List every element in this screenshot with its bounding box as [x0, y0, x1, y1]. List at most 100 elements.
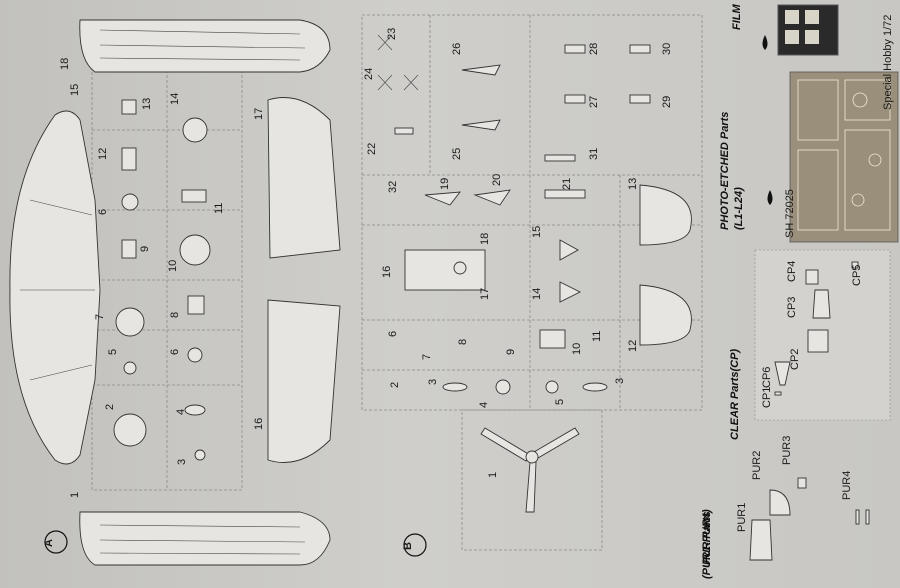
pur2-label: PUR2: [751, 451, 763, 480]
part-number: 14: [169, 93, 181, 105]
pe-fret-code: SH 72025: [784, 189, 796, 238]
cp6-part: [774, 391, 782, 396]
part-number: 27: [588, 96, 600, 108]
cowling-part: [179, 234, 211, 266]
part-number: 6: [169, 349, 181, 355]
film-title: FILM: [731, 4, 743, 30]
pe-drop-icon: [767, 190, 773, 205]
part-number: 22: [366, 143, 378, 155]
fuselage-half-top: [79, 19, 331, 73]
cockpit-part: [639, 184, 692, 246]
part-number: 12: [97, 148, 109, 160]
part-number: 14: [531, 288, 543, 300]
cp3-label: CP3: [786, 297, 798, 318]
upper-wing-left: [267, 97, 341, 259]
pur4-part: [855, 509, 860, 525]
pe-title: PHOTO-ETCHED Parts: [719, 112, 731, 230]
part-number: 17: [253, 108, 265, 120]
part-number: 5: [107, 349, 119, 355]
pe-subtitle: (L1-L24): [733, 187, 745, 230]
film-drop-icon: [762, 35, 768, 50]
part-number: 32: [387, 181, 399, 193]
part-number: 3: [176, 459, 188, 465]
part-number: 9: [505, 349, 517, 355]
part-number: 4: [175, 409, 187, 415]
engine-front-part: [182, 117, 208, 143]
pur-subtitle: (PUR1-PUR4): [701, 509, 713, 579]
part-number: 10: [167, 260, 179, 272]
sprue-b-labels: 1 2 3 4 5 3 6 7 8 9 10 11 12 13 14 15 16…: [363, 28, 673, 478]
part-number: 21: [561, 178, 573, 190]
cp4-label: CP4: [786, 261, 798, 282]
sprue-b-letter: B: [402, 542, 414, 550]
part-number: 23: [386, 28, 398, 40]
part-number: 4: [478, 402, 490, 408]
pur-parts-section: PUR1 PUR2 PUR3 PUR4 PUR Parts (PUR1-PUR4…: [701, 436, 870, 579]
sprue-a-letter: A: [43, 539, 55, 547]
part-number: 11: [213, 203, 225, 214]
part-number: 7: [94, 314, 106, 320]
part-number: 15: [531, 226, 543, 238]
part-number: 8: [457, 339, 469, 345]
part-number: 11: [591, 331, 603, 342]
part-number: 25: [451, 148, 463, 160]
cp1-label: CP1: [761, 387, 773, 408]
sprue-b-badge: [403, 533, 427, 557]
pur-title: PUR Parts: [701, 511, 713, 565]
propeller-area: [461, 409, 603, 551]
pur2-part: [769, 489, 791, 516]
part-number: 24: [363, 68, 375, 80]
part-number: 16: [381, 266, 393, 278]
part-number: 31: [588, 148, 600, 160]
part-number: 12: [627, 340, 639, 352]
pur4-label: PUR4: [841, 471, 853, 500]
cp1-part: [774, 361, 791, 386]
part-number: 6: [387, 331, 399, 337]
film-section: FILM: [731, 4, 839, 56]
cp5-label: CP5: [851, 265, 863, 286]
part-number: 29: [661, 96, 673, 108]
part-number: 1: [69, 492, 81, 498]
part-number: 13: [141, 98, 153, 110]
sprue-a-badge: [44, 530, 68, 554]
cp3-part: [812, 289, 831, 319]
part-number: 20: [491, 174, 503, 186]
part-number: 6: [97, 209, 109, 215]
upper-wing-right: [267, 299, 341, 463]
cp5-part: [851, 261, 859, 269]
sprue-a: A 1 2 3 4 5 6 7 8 9 10 11 12 13 14 15 16…: [9, 19, 341, 566]
part-number: 2: [389, 382, 401, 388]
part-number: 16: [253, 418, 265, 430]
part-number: 15: [69, 84, 81, 96]
clear-parts-section: CP1 CP2 CP3 CP4 CP5 CP6 CLEAR Parts(CP): [729, 249, 891, 440]
pur1-label: PUR1: [736, 503, 748, 532]
strut-part: [121, 147, 137, 171]
part-number: 18: [59, 58, 71, 70]
cp2-label: CP2: [789, 349, 801, 370]
part-number: 30: [661, 43, 673, 55]
wheel-part: [121, 193, 139, 211]
part-number: 9: [139, 246, 151, 252]
cp6-label: CP6: [761, 367, 773, 388]
pur3-part: [797, 477, 807, 489]
cp2-part: [807, 329, 829, 353]
cp4-part: [805, 269, 819, 285]
part-number: 19: [439, 178, 451, 190]
photo-etched-section: Special Hobby 1/72 SH 72025 PHOTO-ETCHED…: [719, 15, 899, 243]
part-number: 28: [588, 43, 600, 55]
cockpit-floor-part: [404, 249, 486, 291]
part-number: 2: [104, 404, 116, 410]
part-number: 7: [421, 354, 433, 360]
part-number: 1: [487, 472, 499, 478]
propeller-part: [480, 427, 580, 513]
sprue-b: B 1 2 3 4 5 3 6 7 8 9 10 11 12 13 14 15 …: [361, 14, 703, 557]
lower-wing: [9, 110, 101, 465]
part-number: 13: [627, 178, 639, 190]
part-number: 18: [479, 233, 491, 245]
part-number: 10: [571, 343, 583, 355]
part-number: 26: [451, 43, 463, 55]
part-number: 3: [427, 379, 439, 385]
part-number: 17: [479, 288, 491, 300]
